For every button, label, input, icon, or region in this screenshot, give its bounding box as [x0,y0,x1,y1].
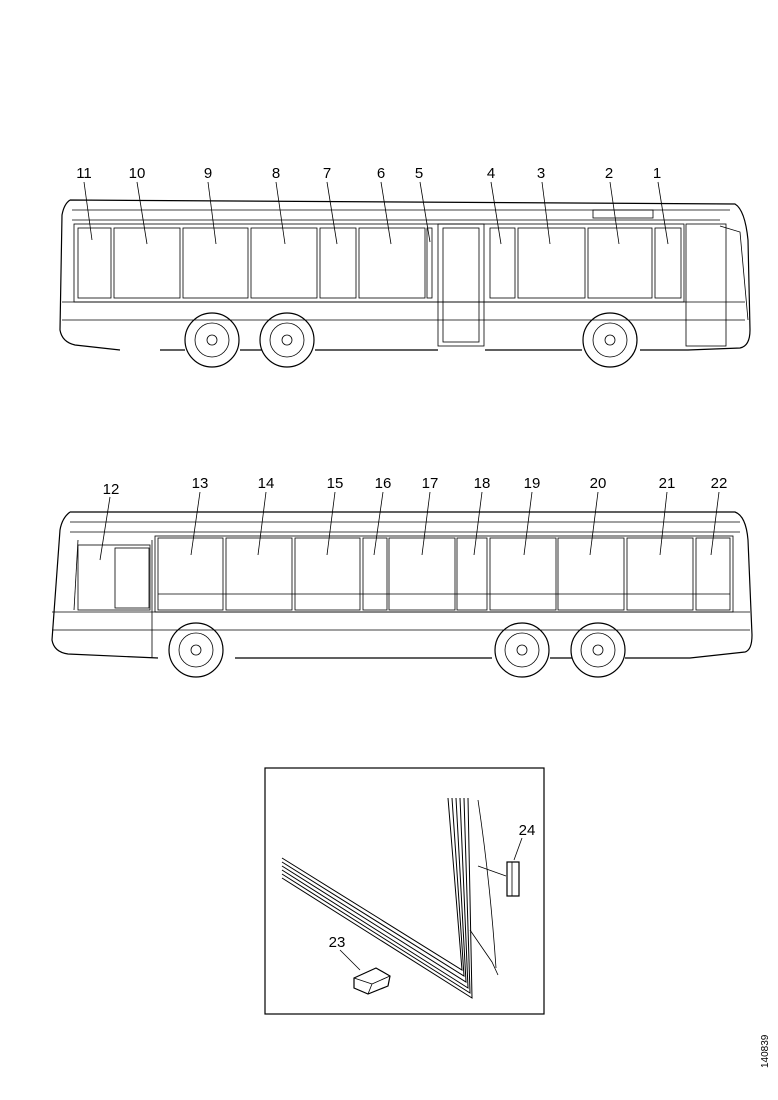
label-5: 5 [415,165,423,182]
label-17: 17 [422,475,439,492]
label-6: 6 [377,165,385,182]
label-2: 2 [605,165,613,182]
detail-frame [264,767,545,1015]
middle-door [437,223,485,347]
window-1 [654,227,682,299]
window-15 [294,537,361,611]
wheel-front-2 [168,622,224,678]
label-9: 9 [204,165,212,182]
window-5 [426,227,433,299]
label-14: 14 [258,475,275,492]
label-3: 3 [537,165,545,182]
label-10: 10 [129,165,146,182]
window-10 [113,227,181,299]
label-21: 21 [659,475,676,492]
label-4: 4 [487,165,495,182]
label-20: 20 [590,475,607,492]
wheel-rear-4 [570,622,626,678]
window-11 [77,227,112,299]
window-12-frame [77,544,151,611]
label-18: 18 [474,475,491,492]
label-24: 24 [519,822,536,839]
bus-side-view-right: 1 2 3 4 5 6 7 8 9 10 11 [59,165,751,368]
label-19: 19 [524,475,541,492]
wheel-front [582,312,638,368]
label-15: 15 [327,475,344,492]
window-6 [358,227,426,299]
window-2 [587,227,653,299]
label-23: 23 [329,934,346,951]
wheel-rear-2 [259,312,315,368]
wheel-rear-3 [494,622,550,678]
window-3 [517,227,586,299]
window-19 [489,537,557,611]
label-16: 16 [375,475,392,492]
bus-side-view-left: 12 13 14 15 16 17 18 19 20 21 22 [51,475,753,678]
wheel-rear-1 [184,312,240,368]
window-18 [456,537,488,611]
label-12: 12 [103,481,120,498]
label-7: 7 [323,165,331,182]
label-11: 11 [76,165,92,182]
window-22 [695,537,731,611]
window-16 [362,537,388,611]
window-9 [182,227,249,299]
label-22: 22 [711,475,728,492]
label-13: 13 [192,475,209,492]
window-4 [489,227,516,299]
block-part-23 [339,949,391,995]
window-20 [557,537,625,611]
window-13 [157,537,224,611]
window-seal [281,797,473,999]
label-1: 1 [653,165,661,182]
window-14 [225,537,293,611]
window-21 [626,537,694,611]
window-8 [250,227,318,299]
window-17 [388,537,456,611]
label-8: 8 [272,165,280,182]
front-door [685,223,727,347]
clip-part-24 [477,837,523,897]
window-7 [319,227,357,299]
drawing-code: 140839 [760,1034,771,1068]
detail-view: 24 23 [264,767,545,1015]
